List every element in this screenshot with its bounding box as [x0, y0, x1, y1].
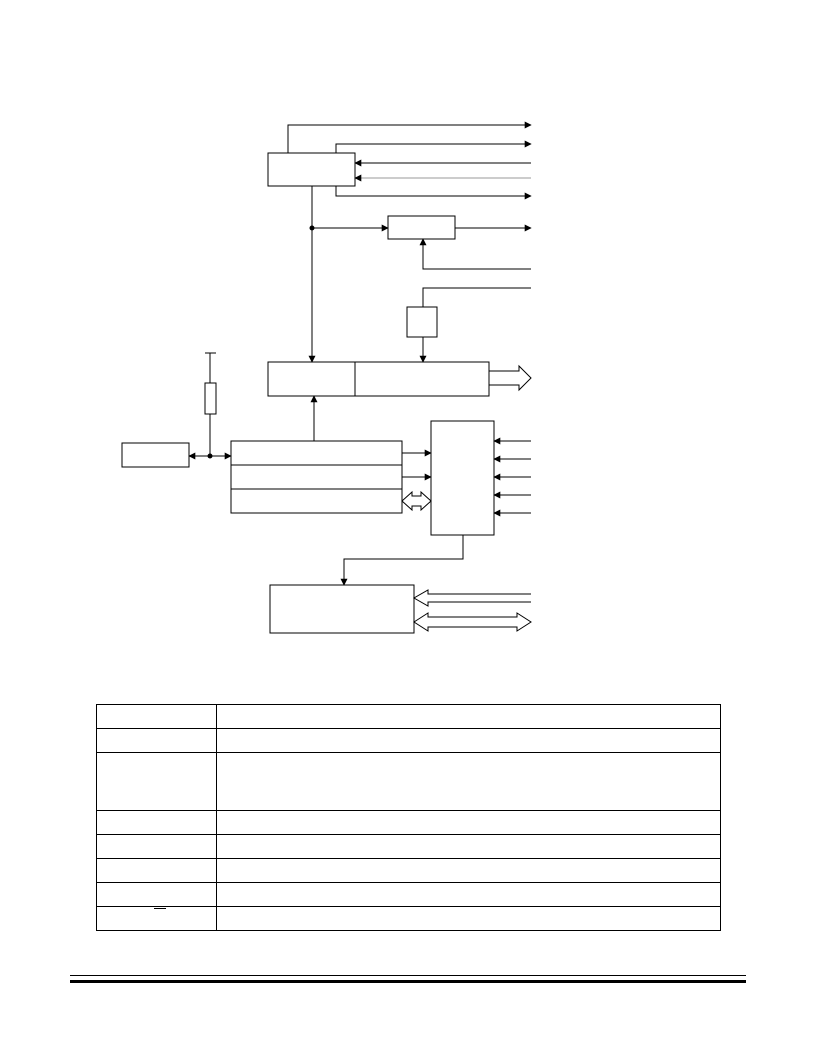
signal-name-cell: [96, 882, 217, 907]
external-block: [121, 442, 190, 468]
control-block: [267, 152, 356, 187]
stacked-block: [230, 440, 403, 514]
register-block-left: [267, 361, 356, 397]
footer-rule-thin: [70, 975, 746, 976]
signal-description-cell: [216, 882, 721, 907]
table-row: [96, 882, 721, 907]
table-row: [96, 858, 721, 883]
input-to-square: [422, 287, 531, 307]
bottom-block: [269, 584, 415, 634]
signal-description-cell: [216, 704, 721, 729]
register-bus-arrow: [489, 364, 532, 392]
signal-name-cell: [96, 728, 217, 753]
signal-description-cell: [216, 728, 721, 753]
bottom-bidirectional-bus-arrow: [413, 612, 532, 632]
table-row: [96, 752, 721, 811]
table-row: [96, 728, 721, 753]
signal-name-cell: [96, 858, 217, 883]
signal-name-cell: [96, 704, 217, 729]
signal-table: [96, 704, 721, 931]
bottom-input-bus-arrow: [412, 589, 531, 607]
register-block-right: [354, 361, 490, 397]
active-low-overbar: [154, 908, 166, 909]
table-row: [96, 906, 721, 931]
signal-name-cell: [96, 834, 217, 859]
signal-description-cell: [216, 752, 721, 811]
small-output-block: [387, 215, 456, 240]
signal-line-5: [335, 186, 532, 200]
signal-line-2: [335, 140, 532, 153]
mux-block: [430, 420, 495, 536]
stacked-mux-bus-arrow: [401, 490, 432, 512]
input-to-small-block: [419, 238, 531, 270]
block-diagram: [121, 121, 532, 634]
table-row: [96, 834, 721, 859]
small-square-block: [406, 306, 438, 338]
table-row: [96, 810, 721, 835]
resistor: [204, 382, 217, 415]
signal-name-cell: [96, 906, 217, 931]
footer-rule-thick: [70, 980, 746, 983]
junction-dot-main: [309, 225, 315, 231]
junction-dot-resistor: [207, 453, 213, 459]
signal-description-cell: [216, 906, 721, 931]
table-row: [96, 704, 721, 729]
signal-description-cell: [216, 834, 721, 859]
mux-to-bottom-block: [340, 535, 464, 586]
signal-line-1: [287, 121, 532, 153]
signal-description-cell: [216, 810, 721, 835]
signal-description-cell: [216, 858, 721, 883]
signal-name-cell: [96, 810, 217, 835]
signal-name-cell: [96, 752, 217, 811]
